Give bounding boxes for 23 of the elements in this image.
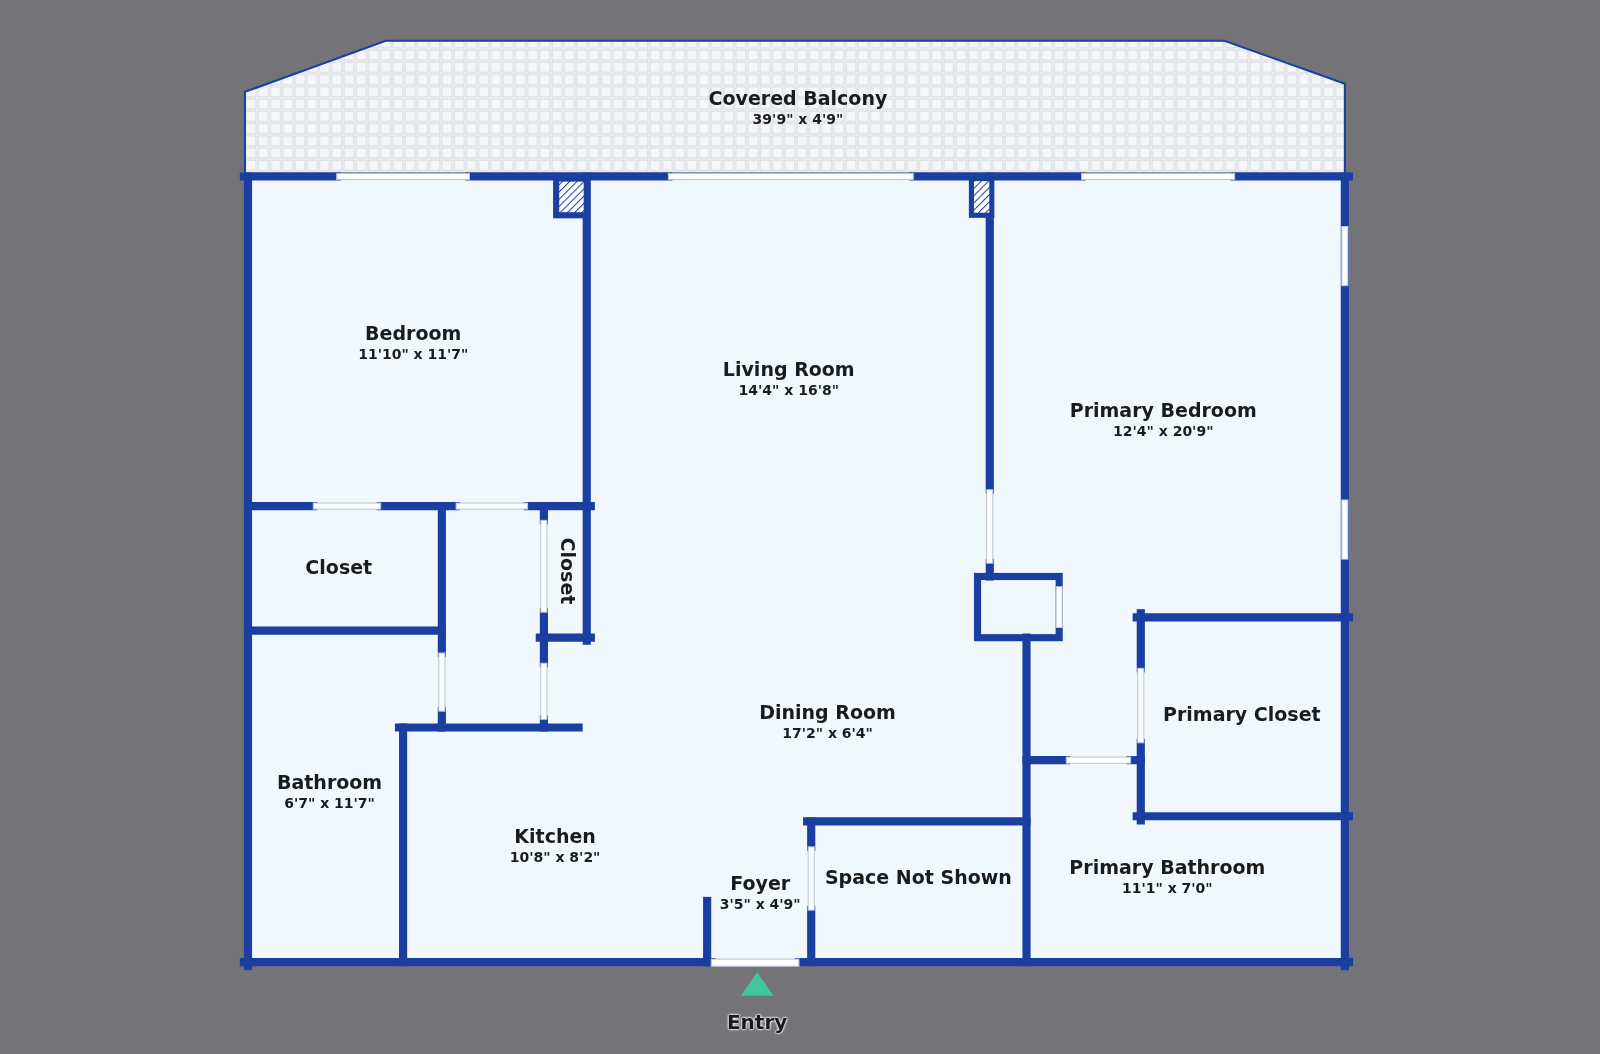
- room-name: Space Not Shown: [824, 864, 1012, 889]
- room-dimensions: 6'7" x 11'7": [283, 793, 376, 813]
- room-dimensions: 11'1" x 7'0": [1121, 878, 1214, 897]
- room-name: Bathroom: [277, 769, 383, 794]
- room-dimensions: 39'9" x 4'9": [751, 109, 845, 129]
- room-dimensions: 11'10" x 11'7": [358, 344, 469, 364]
- room-name: Bedroom: [364, 320, 463, 345]
- room-dimensions: 3'5" x 4'9": [719, 894, 801, 914]
- room-name: Living Room: [722, 356, 855, 381]
- room-name: Kitchen: [513, 823, 597, 848]
- room-name: Primary Bathroom: [1069, 854, 1266, 878]
- room-dimensions: 12'4" x 20'9": [1112, 421, 1215, 441]
- room-name: Primary Bedroom: [1069, 397, 1257, 422]
- room-name: Foyer: [729, 870, 792, 895]
- room-name: Dining Room: [759, 699, 896, 724]
- room-dimensions: 17'2" x 6'4": [781, 723, 874, 743]
- room-name: Primary Closet: [1163, 702, 1321, 727]
- room-name: Closet: [305, 555, 373, 580]
- room-name: Closet: [556, 538, 581, 605]
- entry-label: Entry: [726, 1010, 788, 1035]
- room-dimensions: 14'4" x 16'8": [737, 380, 840, 400]
- room-dimensions: 10'8" x 8'2": [509, 847, 601, 867]
- room-name: Covered Balcony: [708, 85, 888, 110]
